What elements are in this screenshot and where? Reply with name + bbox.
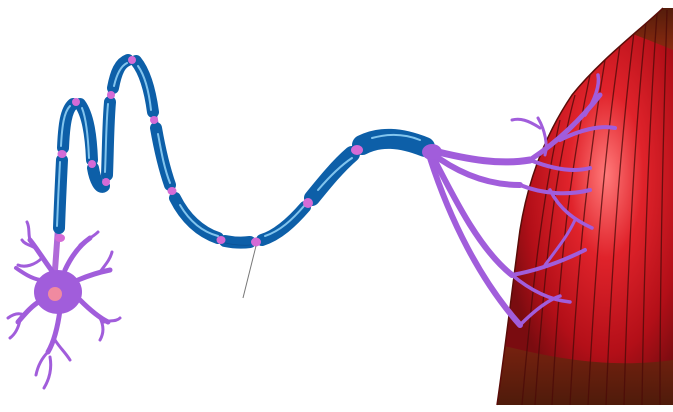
leader-line <box>243 246 256 298</box>
cell-body <box>8 222 120 388</box>
nucleus <box>48 287 62 301</box>
muscle-fiber <box>480 0 673 412</box>
nodes-of-ranvier <box>55 56 363 247</box>
myelin-sheath <box>57 60 425 245</box>
axon-hillock-terminal <box>422 144 442 160</box>
